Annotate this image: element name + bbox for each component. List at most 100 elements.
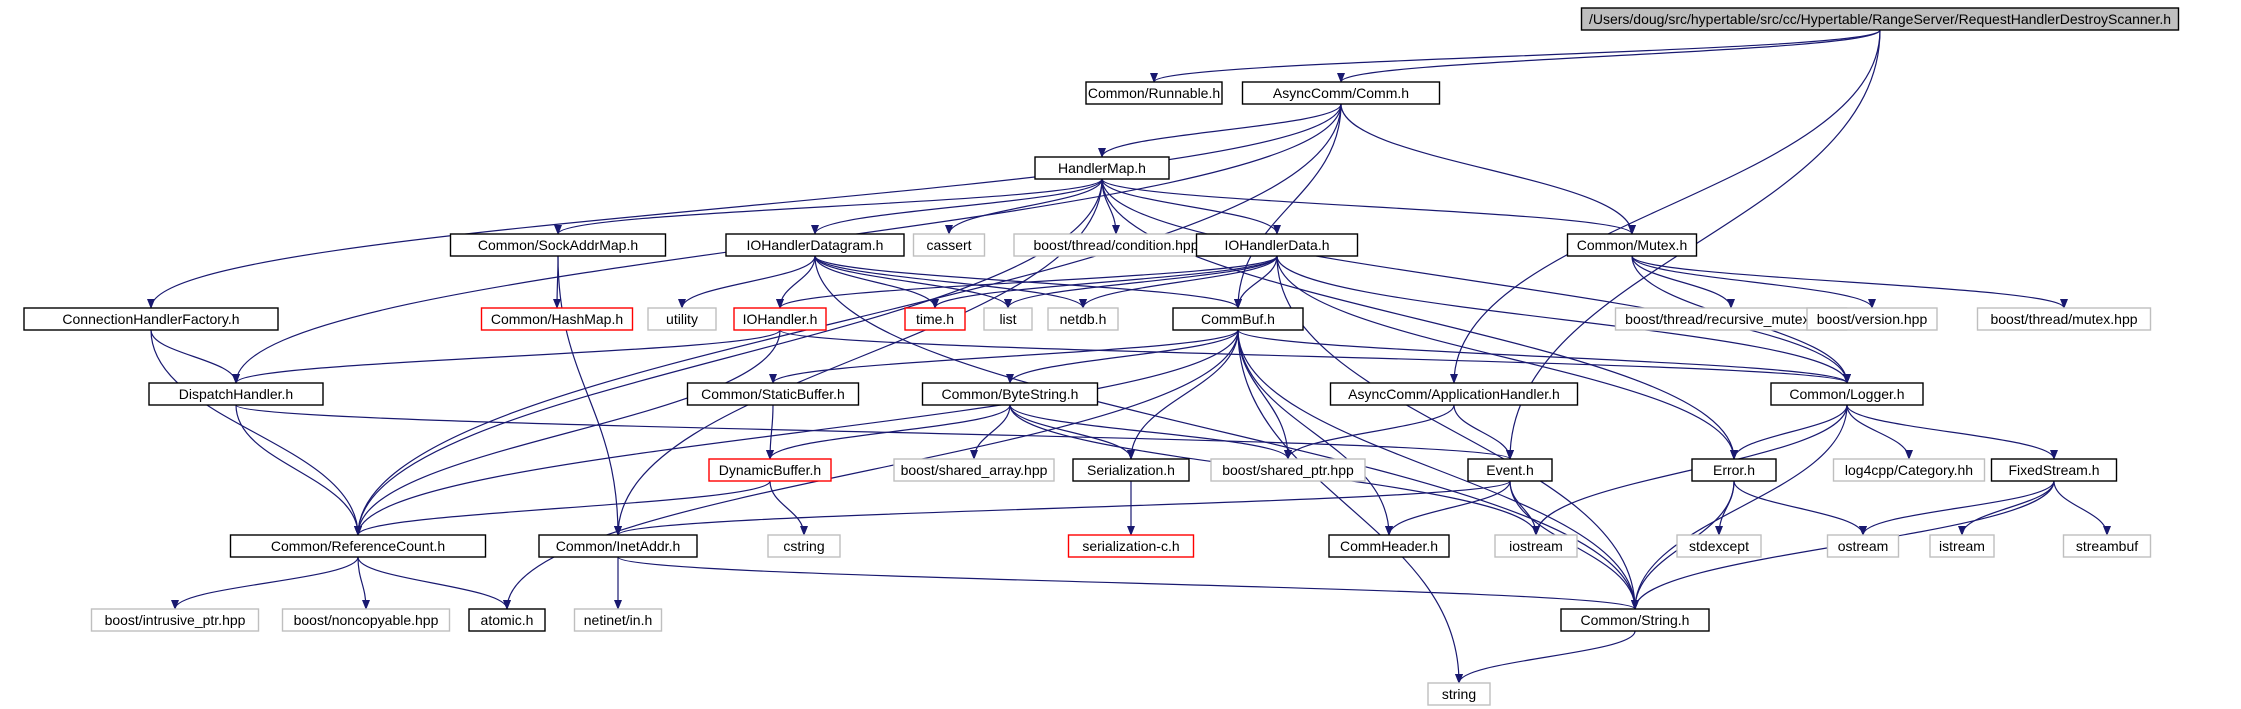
node-box-boostver bbox=[1806, 307, 1938, 331]
node-serialization[interactable]: Serialization.h bbox=[1072, 458, 1190, 482]
node-label-istream: istream bbox=[1939, 538, 1985, 554]
node-iohdata[interactable]: IOHandlerData.h bbox=[1195, 233, 1359, 257]
node-bytestring[interactable]: Common/ByteString.h bbox=[921, 382, 1099, 406]
node-timeh[interactable]: time.h bbox=[904, 307, 966, 331]
node-label-inetaddr: Common/InetAddr.h bbox=[556, 538, 681, 554]
node-cstring: cstring bbox=[767, 534, 841, 558]
node-label-cassert: cassert bbox=[926, 237, 971, 253]
node-label-commheader: CommHeader.h bbox=[1340, 538, 1438, 554]
node-box-istream bbox=[1929, 534, 1995, 558]
node-label-utility: utility bbox=[666, 311, 698, 327]
node-label-serialization: Serialization.h bbox=[1087, 462, 1175, 478]
node-root[interactable]: /Users/doug/src/hypertable/src/cc/Hypert… bbox=[1580, 7, 2180, 31]
node-apphandler[interactable]: AsyncComm/ApplicationHandler.h bbox=[1329, 382, 1579, 406]
node-atomic[interactable]: atomic.h bbox=[468, 608, 546, 632]
edge-error-to-stdexcept bbox=[1715, 480, 1735, 536]
node-error[interactable]: Error.h bbox=[1691, 458, 1777, 482]
node-netinet: netinet/in.h bbox=[573, 608, 663, 632]
edge-connhf-to-refcount bbox=[150, 329, 362, 536]
node-handlermap[interactable]: HandlerMap.h bbox=[1034, 156, 1170, 180]
node-label-iohdgram: IOHandlerDatagram.h bbox=[747, 237, 884, 253]
node-box-cassert bbox=[912, 233, 986, 257]
node-dynbuf[interactable]: DynamicBuffer.h bbox=[708, 458, 832, 482]
node-box-bytestring bbox=[921, 382, 1099, 406]
edge-mutex-to-boostver bbox=[1631, 255, 1876, 309]
edge-mutex-to-boostmutex bbox=[1631, 255, 2068, 309]
node-label-timeh: time.h bbox=[916, 311, 954, 327]
node-serializationc[interactable]: serialization-c.h bbox=[1067, 534, 1195, 558]
edge-iohdata-to-error bbox=[1276, 255, 1738, 460]
edge-iohdata-to-list bbox=[1004, 255, 1278, 309]
node-commheader[interactable]: CommHeader.h bbox=[1328, 534, 1450, 558]
edge-refcount-to-noncopyable bbox=[357, 556, 370, 610]
node-label-event: Event.h bbox=[1486, 462, 1533, 478]
node-cassert: cassert bbox=[912, 233, 986, 257]
node-hashmap[interactable]: Common/HashMap.h bbox=[480, 307, 634, 331]
edge-fixedstream-to-istream bbox=[1958, 480, 2055, 536]
node-box-root bbox=[1580, 7, 2180, 31]
node-box-commbuf bbox=[1172, 307, 1304, 331]
node-label-commbuf: CommBuf.h bbox=[1201, 311, 1275, 327]
node-box-iohdata bbox=[1195, 233, 1359, 257]
node-sockaddrmap[interactable]: Common/SockAddrMap.h bbox=[449, 233, 667, 257]
node-label-netdb: netdb.h bbox=[1060, 311, 1107, 327]
node-label-iohandler: IOHandler.h bbox=[743, 311, 818, 327]
node-box-atomic bbox=[468, 608, 546, 632]
edge-handlermap-to-logger bbox=[1101, 178, 1851, 384]
node-box-utility bbox=[647, 307, 717, 331]
edge-handlermap-to-iohdata bbox=[1101, 178, 1281, 235]
node-label-ostream: ostream bbox=[1838, 538, 1889, 554]
node-box-iohandler bbox=[733, 307, 827, 331]
edge-iohdgram-to-utility bbox=[678, 255, 816, 309]
node-label-boostver: boost/version.hpp bbox=[1817, 311, 1928, 327]
node-sharedptr: boost/shared_ptr.hpp bbox=[1210, 458, 1366, 482]
node-boostmutex: boost/thread/mutex.hpp bbox=[1976, 307, 2152, 331]
node-recmutex: boost/thread/recursive_mutex.hpp bbox=[1614, 307, 1848, 331]
node-label-intrusive: boost/intrusive_ptr.hpp bbox=[105, 612, 246, 628]
node-label-list: list bbox=[999, 311, 1016, 327]
edge-dispatch-to-event bbox=[235, 404, 1514, 460]
edge-comm-to-refcount bbox=[354, 103, 1342, 536]
node-staticbuf[interactable]: Common/StaticBuffer.h bbox=[686, 382, 860, 406]
node-box-event bbox=[1467, 458, 1553, 482]
node-iohdgram[interactable]: IOHandlerDatagram.h bbox=[725, 233, 905, 257]
edge-refcount-to-intrusive bbox=[171, 556, 359, 610]
node-label-logger: Common/Logger.h bbox=[1789, 386, 1904, 402]
edge-refcount-to-atomic bbox=[357, 556, 511, 610]
node-noncopyable: boost/noncopyable.hpp bbox=[281, 608, 451, 632]
edge-apphandler-to-sharedptr bbox=[1284, 404, 1455, 460]
node-boostcond: boost/thread/condition.hpp bbox=[1013, 233, 1219, 257]
node-box-stdstring bbox=[1427, 682, 1491, 706]
node-string_[interactable]: Common/String.h bbox=[1560, 608, 1710, 632]
edge-logger-to-string_ bbox=[1631, 404, 1848, 610]
nodes-layer: /Users/doug/src/hypertable/src/cc/Hypert… bbox=[23, 7, 2180, 706]
edge-commbuf-to-commheader bbox=[1237, 329, 1393, 536]
node-label-hashmap: Common/HashMap.h bbox=[491, 311, 623, 327]
node-box-sharedarr bbox=[893, 458, 1055, 482]
node-label-error: Error.h bbox=[1713, 462, 1755, 478]
node-label-streambuf: streambuf bbox=[2076, 538, 2138, 554]
edge-commbuf-to-logger bbox=[1237, 329, 1851, 384]
node-comm[interactable]: AsyncComm/Comm.h bbox=[1241, 81, 1441, 105]
node-runnable[interactable]: Common/Runnable.h bbox=[1085, 81, 1223, 105]
edge-error-to-ostream bbox=[1733, 480, 1867, 536]
node-iohandler[interactable]: IOHandler.h bbox=[733, 307, 827, 331]
node-label-string_: Common/String.h bbox=[1581, 612, 1690, 628]
edge-logger-to-error bbox=[1730, 404, 1848, 460]
node-connhf[interactable]: ConnectionHandlerFactory.h bbox=[23, 307, 279, 331]
node-logger[interactable]: Common/Logger.h bbox=[1770, 382, 1924, 406]
node-box-inetaddr bbox=[538, 534, 698, 558]
node-box-iohdgram bbox=[725, 233, 905, 257]
node-label-cstring: cstring bbox=[783, 538, 824, 554]
node-label-atomic: atomic.h bbox=[481, 612, 534, 628]
node-event[interactable]: Event.h bbox=[1467, 458, 1553, 482]
node-mutex[interactable]: Common/Mutex.h bbox=[1566, 233, 1698, 257]
edge-iohdata-to-commbuf bbox=[1234, 255, 1278, 309]
node-inetaddr[interactable]: Common/InetAddr.h bbox=[538, 534, 698, 558]
node-fixedstream[interactable]: FixedStream.h bbox=[1990, 458, 2118, 482]
node-commbuf[interactable]: CommBuf.h bbox=[1172, 307, 1304, 331]
node-label-root: /Users/doug/src/hypertable/src/cc/Hypert… bbox=[1589, 11, 2171, 27]
node-refcount[interactable]: Common/ReferenceCount.h bbox=[229, 534, 487, 558]
node-dispatch[interactable]: DispatchHandler.h bbox=[148, 382, 324, 406]
edge-fixedstream-to-ostream bbox=[1859, 480, 2055, 536]
